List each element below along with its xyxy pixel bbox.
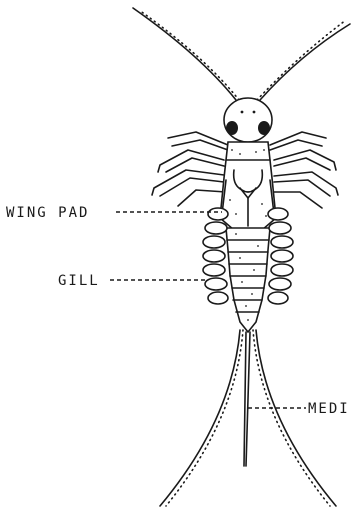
gill-label: GILL — [58, 273, 100, 289]
abdomen — [226, 228, 270, 332]
antennae — [133, 8, 350, 100]
head — [224, 98, 272, 142]
legs-right — [270, 132, 338, 208]
medial-filament-label: MEDI — [308, 401, 350, 417]
tails — [160, 330, 336, 506]
legs-left — [152, 132, 228, 206]
thorax — [220, 142, 276, 230]
wing-pad-label: WING PAD — [6, 205, 89, 221]
